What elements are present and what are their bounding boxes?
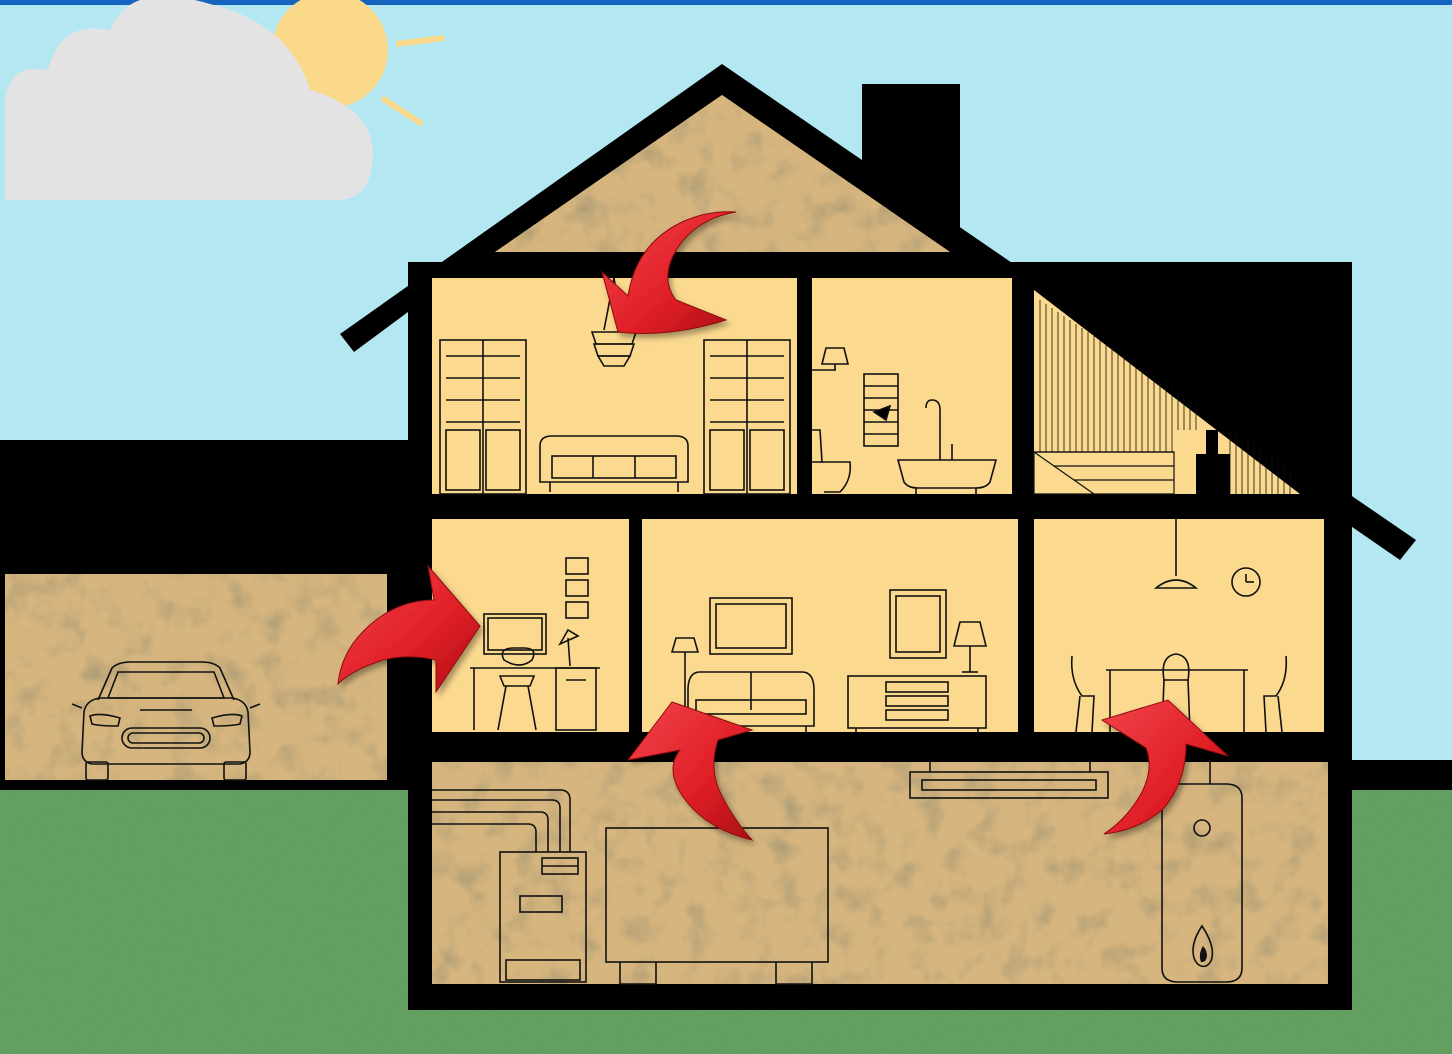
garage-interior [5,574,387,780]
ground-strip [1352,760,1452,790]
top-bar [0,0,1452,5]
dining-room [1034,519,1324,732]
